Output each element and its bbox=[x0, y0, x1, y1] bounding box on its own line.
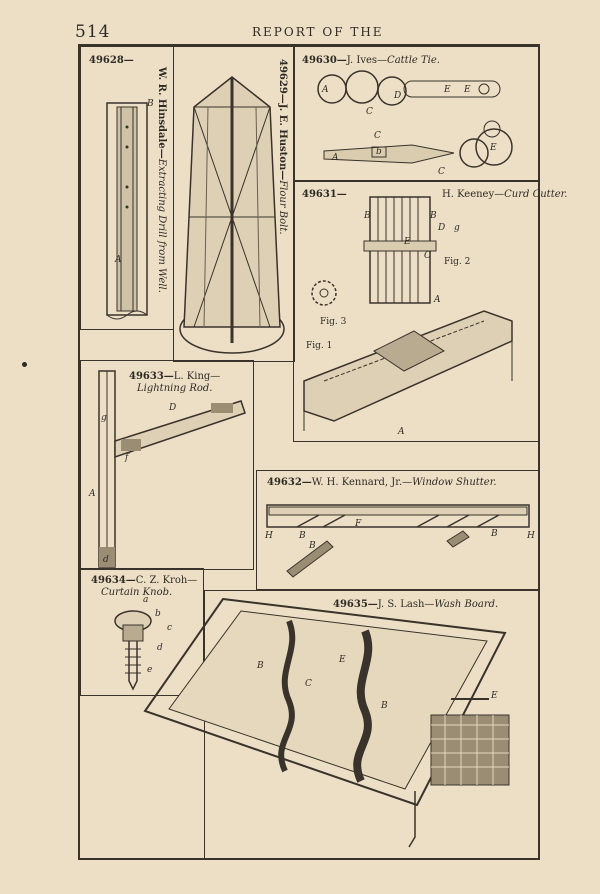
label-d: D bbox=[394, 91, 402, 101]
margin-mark bbox=[22, 362, 27, 367]
patent-number: 49631— bbox=[302, 189, 347, 200]
label-e: E bbox=[464, 85, 471, 95]
flour-bolt-drawing bbox=[179, 76, 285, 354]
panel-49635: 49635—J. S. Lash—Wash Board. B B C E E bbox=[143, 590, 540, 860]
label-g: g bbox=[101, 413, 107, 423]
patent-title: Lightning Rod. bbox=[137, 383, 213, 394]
label-b: B bbox=[430, 211, 437, 221]
fig-1-label: Fig. 1 bbox=[306, 341, 333, 351]
curtain-knob-drawing bbox=[114, 610, 152, 691]
label-b: b bbox=[155, 609, 161, 619]
label-c: C bbox=[374, 131, 381, 141]
label-e: E bbox=[444, 85, 451, 95]
label-b: B bbox=[257, 661, 264, 671]
label-b: B bbox=[309, 541, 316, 551]
panel-49631: 49631— H. Keeney—Curd Cutter. B B D E g bbox=[293, 180, 567, 442]
patent-caption: 49634—C. Z. Kroh— bbox=[91, 575, 198, 586]
patent-caption: 49630—J. Ives—Cattle Tie. bbox=[302, 55, 440, 66]
patent-caption: H. Keeney—Curd Cutter. bbox=[442, 189, 568, 200]
patent-caption: 49629—J. E. Huston—Flour Bolt. bbox=[277, 59, 288, 235]
curd-cutter-drawing bbox=[303, 196, 513, 431]
drill-extractor-drawing bbox=[106, 102, 148, 320]
panel-49629: 49629—J. E. Huston—Flour Bolt. bbox=[173, 46, 295, 362]
patent-caption: 49633—L. King— bbox=[129, 371, 221, 382]
label-e: E bbox=[404, 237, 411, 247]
panel-49634: 49634—C. Z. Kroh— Curtain Knob. a b c d … bbox=[80, 568, 204, 696]
label-d: d bbox=[103, 555, 109, 565]
label-b: B bbox=[364, 211, 371, 221]
panel-49630: 49630—J. Ives—Cattle Tie. A C D E E C A … bbox=[293, 46, 540, 182]
label-a: A bbox=[89, 489, 96, 499]
label-a: a bbox=[143, 595, 149, 605]
label-a: A bbox=[332, 153, 339, 163]
label-a: A bbox=[434, 295, 441, 305]
fig-2-label: Fig. 2 bbox=[444, 257, 471, 267]
patent-caption: W. R. Hinsdale—Extracting Drill from Wel… bbox=[156, 67, 167, 293]
page-number: 514 bbox=[75, 22, 111, 42]
label-c: c bbox=[167, 623, 173, 633]
label-d: d bbox=[157, 643, 163, 653]
label-a: A bbox=[322, 85, 329, 95]
patent-caption: 49635—J. S. Lash—Wash Board. bbox=[333, 599, 499, 610]
window-shutter-drawing bbox=[266, 504, 530, 578]
patent-title: Curtain Knob. bbox=[101, 587, 173, 598]
label-d: D bbox=[438, 223, 446, 233]
label-e: E bbox=[339, 655, 346, 665]
patent-number: 49628— bbox=[89, 55, 134, 66]
label-g: g bbox=[454, 223, 460, 233]
running-head: REPORT OF THE bbox=[252, 25, 384, 39]
panel-49633: 49633—L. King— Lightning Rod. D g A f d bbox=[80, 360, 254, 570]
label-a: A bbox=[115, 255, 122, 265]
label-e: E bbox=[490, 143, 497, 153]
label-d: D bbox=[169, 403, 177, 413]
label-a: A bbox=[398, 427, 405, 437]
label-c: C bbox=[438, 167, 445, 177]
label-c: C bbox=[366, 107, 373, 117]
label-f: f bbox=[125, 453, 129, 463]
wash-board-drawing bbox=[143, 597, 510, 848]
lightning-rod-drawing bbox=[98, 370, 246, 568]
panel-49632: 49632—W. H. Kennard, Jr.—Window Shutter.… bbox=[256, 470, 540, 590]
label-b: B bbox=[299, 531, 306, 541]
label-h: H bbox=[265, 531, 273, 541]
label-b: B bbox=[381, 701, 388, 711]
label-c: C bbox=[305, 679, 312, 689]
label-f: F bbox=[355, 519, 362, 529]
label-h: H bbox=[527, 531, 535, 541]
label-b: B bbox=[491, 529, 498, 539]
panel-49628: 49628— B A W. R. Hinsdale—Extracting Dri… bbox=[80, 46, 174, 330]
label-e: e bbox=[147, 665, 153, 675]
label-b: B bbox=[147, 99, 154, 109]
patent-caption: 49632—W. H. Kennard, Jr.—Window Shutter. bbox=[267, 477, 497, 488]
label-e: E bbox=[491, 691, 498, 701]
fig-3-label: Fig. 3 bbox=[320, 317, 347, 327]
label-b: b bbox=[376, 147, 382, 157]
label-c: C bbox=[424, 251, 431, 261]
cattle-tie-drawing bbox=[317, 70, 513, 168]
illustration-frame: 49628— B A W. R. Hinsdale—Extracting Dri… bbox=[78, 44, 567, 860]
